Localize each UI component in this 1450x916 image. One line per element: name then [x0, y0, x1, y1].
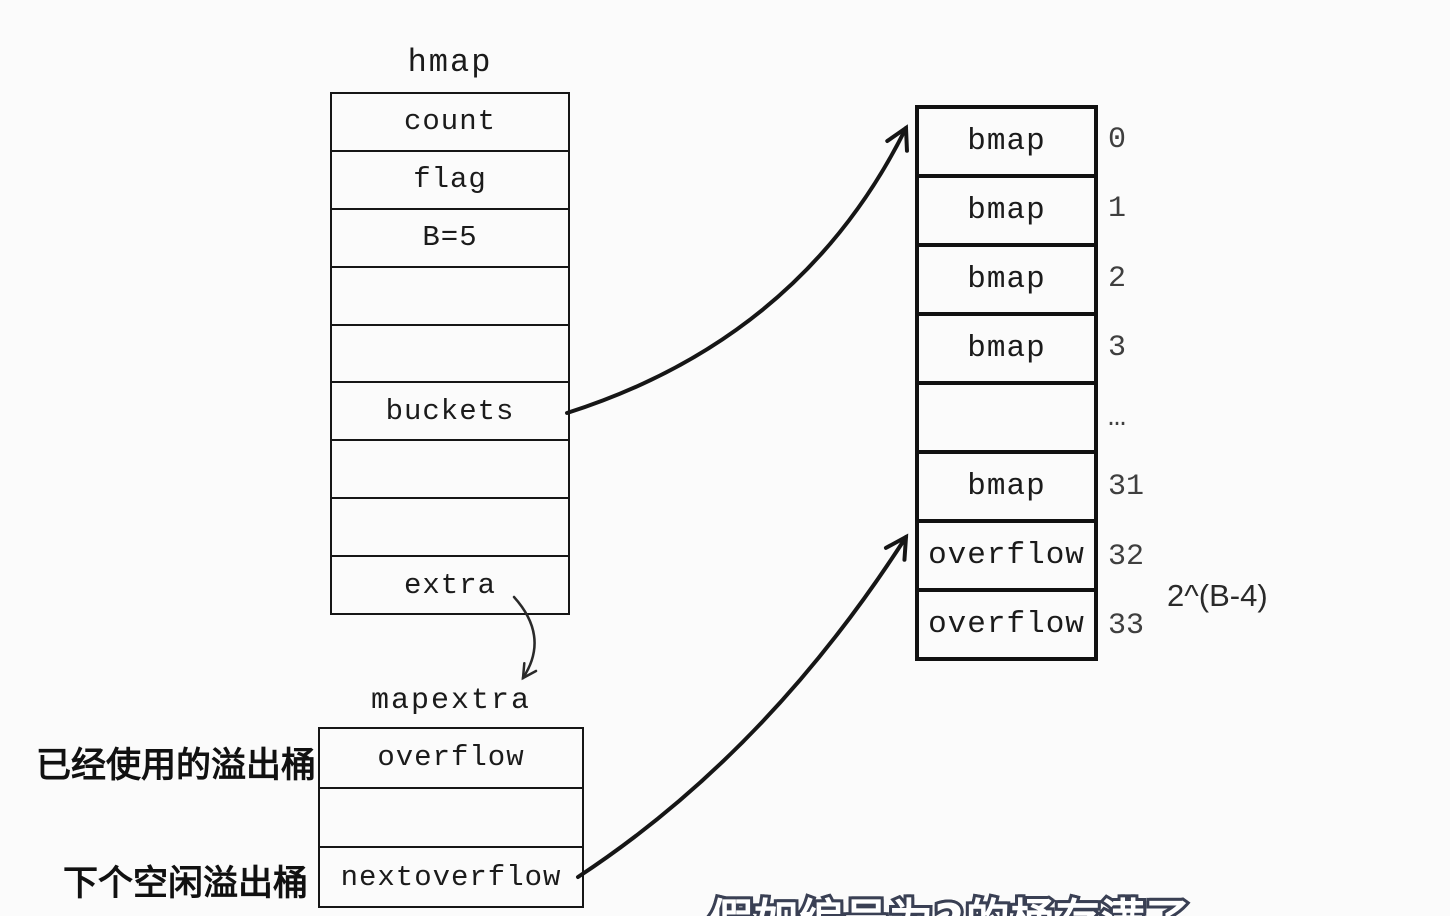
- hmap-cell-empty-1: [332, 268, 568, 326]
- bucket-index-0: 0: [1108, 122, 1127, 157]
- bucket-cell-32: overflow: [919, 523, 1094, 592]
- hmap-cell-empty-4: [332, 499, 568, 558]
- bucket-cell-3: bmap: [919, 316, 1094, 385]
- hmap-struct: count flag B=5 buckets extra: [330, 92, 570, 615]
- bucket-cell-2: bmap: [919, 247, 1094, 316]
- mapextra-cell-overflow: overflow: [320, 729, 582, 789]
- bucket-cell-0: bmap: [919, 109, 1094, 178]
- bucket-index-ellipsis: …: [1108, 400, 1127, 435]
- annotation-next-free-overflow-bucket: 下个空闲溢出桶: [62, 863, 308, 904]
- bucket-cell-31: bmap: [919, 454, 1094, 523]
- bucket-index-2: 2: [1108, 261, 1127, 296]
- hmap-cell-empty-3: [332, 441, 568, 500]
- mapextra-cell-empty: [320, 789, 582, 849]
- hmap-cell-b: B=5: [332, 210, 568, 268]
- bucket-index-33: 33: [1108, 609, 1145, 644]
- mapextra-cell-nextoverflow: nextoverflow: [340, 860, 562, 894]
- hmap-cell-count: count: [332, 94, 568, 152]
- bucket-count-label: 2^(B-4): [1167, 578, 1268, 613]
- mapextra-title: mapextra: [370, 684, 532, 718]
- bucket-index-1: 1: [1108, 192, 1127, 227]
- hmap-title: hmap: [407, 44, 493, 81]
- bucket-index-32: 32: [1108, 539, 1145, 574]
- hmap-cell-buckets: buckets: [332, 383, 568, 442]
- hmap-cell-flag: flag: [332, 152, 568, 210]
- annotation-used-overflow-buckets: 已经使用的溢出桶: [35, 745, 316, 786]
- nextoverflow-to-overflow-arrow: [576, 533, 909, 879]
- mapextra-struct: overflow nextoverflow: [318, 727, 584, 908]
- hmap-cell-extra: extra: [403, 568, 496, 602]
- bucket-cell-ellipsis: [919, 385, 1094, 454]
- hmap-cell-empty-2: [332, 326, 568, 384]
- video-subtitle: 假如编号为2的桶存满了: [690, 884, 1210, 916]
- bucket-cell-1: bmap: [919, 178, 1094, 247]
- bucket-array-struct: bmap bmap bmap bmap bmap overflow overfl…: [915, 105, 1098, 661]
- bucket-index-3: 3: [1108, 331, 1127, 366]
- buckets-to-bmap-arrow: [565, 124, 909, 415]
- bucket-cell-33: overflow: [928, 607, 1085, 642]
- bucket-index-31: 31: [1108, 470, 1145, 505]
- bucket-index-column: 0 1 2 3 … 31 32 33: [1108, 105, 1188, 661]
